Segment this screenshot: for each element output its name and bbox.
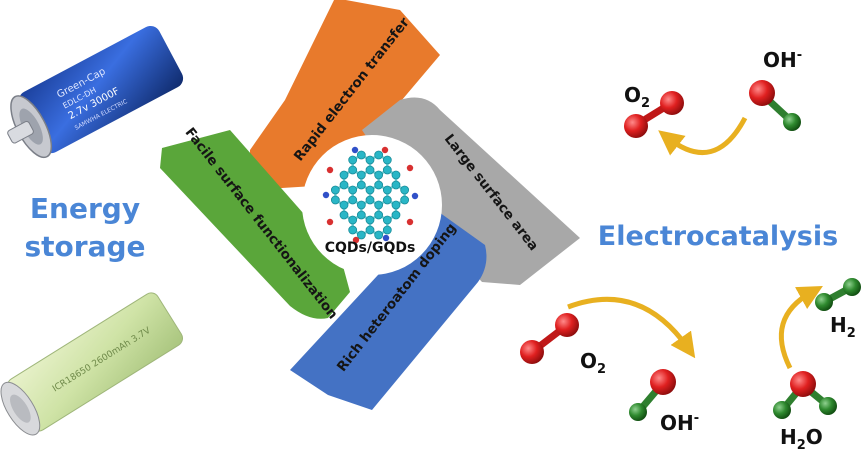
functional-group-atom [406, 218, 414, 226]
functional-group-atom [406, 164, 414, 172]
carbon-atom [356, 210, 366, 220]
carbon-atom [348, 165, 358, 175]
carbon-atom [382, 155, 392, 165]
h2-label: H2 [830, 313, 856, 341]
functional-group-atom [381, 146, 389, 154]
functional-group-atom [351, 146, 359, 154]
carbon-atom [356, 150, 366, 160]
carbon-atom [330, 195, 340, 205]
carbon-atom [365, 185, 375, 195]
o2-molecule-top [624, 91, 684, 138]
carbon-atom [374, 210, 384, 220]
carbon-atom [348, 195, 358, 205]
carbon-atom [339, 210, 349, 220]
functional-group-atom [326, 166, 334, 174]
h2-molecule [815, 278, 861, 311]
quantum-dot-lattice [322, 146, 419, 244]
carbon-atom [365, 195, 375, 205]
carbon-atom [391, 180, 401, 190]
energy-label: Energy [30, 192, 140, 225]
o2-molecule-middle [520, 313, 579, 364]
supercapacitor-image: Green-Cap EDLC-DH 2.7v 3000F SAMWHA ELEC… [7, 25, 184, 159]
carbon-atom [339, 170, 349, 180]
oh-label-top: OH- [763, 48, 802, 72]
carbon-atom [356, 200, 366, 210]
battery-image: ICR18650 2600mAh 3.7V [0, 292, 184, 436]
carbon-atom [356, 180, 366, 190]
carbon-atom [374, 150, 384, 160]
carbon-atom [374, 180, 384, 190]
carbon-atom [339, 200, 349, 210]
carbon-atom [382, 215, 392, 225]
oh-molecule-top [749, 80, 801, 131]
h2o-molecule [773, 371, 837, 419]
carbon-atom [365, 155, 375, 165]
reaction-middle: O2 OH- [520, 296, 699, 435]
functional-group-atom [411, 192, 419, 200]
h2o-label: H2O [780, 425, 823, 452]
carbon-atom [382, 185, 392, 195]
reaction-top: O2 OH- [624, 48, 802, 156]
oh-label-middle: OH- [660, 411, 699, 435]
functional-group-atom [382, 234, 390, 242]
oh-molecule-middle [629, 369, 676, 421]
carbon-atom [348, 215, 358, 225]
o2-label-top: O2 [624, 83, 650, 111]
carbon-atom [374, 170, 384, 180]
carbon-atom [382, 225, 392, 235]
carbon-atom [391, 170, 401, 180]
arrow-middle [567, 296, 696, 359]
electrocatalysis-label: Electrocatalysis [598, 221, 838, 252]
functional-group-atom [326, 218, 334, 226]
carbon-atom [365, 165, 375, 175]
carbon-atom [348, 225, 358, 235]
carbon-atom [365, 215, 375, 225]
carbon-atom [400, 195, 410, 205]
storage-label: storage [24, 230, 145, 263]
carbon-atom [356, 230, 366, 240]
reaction-hydrogen: H2 H2O [773, 278, 861, 452]
functional-group-atom [322, 191, 330, 199]
carbon-atom [400, 185, 410, 195]
carbon-atom [391, 200, 401, 210]
cqds-gqds-label: CQDs/GQDs [325, 240, 416, 256]
functional-group-atom [352, 236, 360, 244]
carbon-atom [365, 225, 375, 235]
carbon-atom [374, 200, 384, 210]
carbon-atom [348, 155, 358, 165]
carbon-atom [382, 165, 392, 175]
center-circle [302, 135, 442, 275]
carbon-atom [374, 230, 384, 240]
carbon-atom [382, 195, 392, 205]
carbon-atom [348, 185, 358, 195]
carbon-atom [356, 170, 366, 180]
carbon-atom [330, 185, 340, 195]
arrow-top [658, 116, 748, 156]
arrow-hydrogen [778, 285, 823, 370]
carbon-atom [339, 180, 349, 190]
o2-label-middle: O2 [580, 349, 606, 377]
carbon-atom [391, 210, 401, 220]
